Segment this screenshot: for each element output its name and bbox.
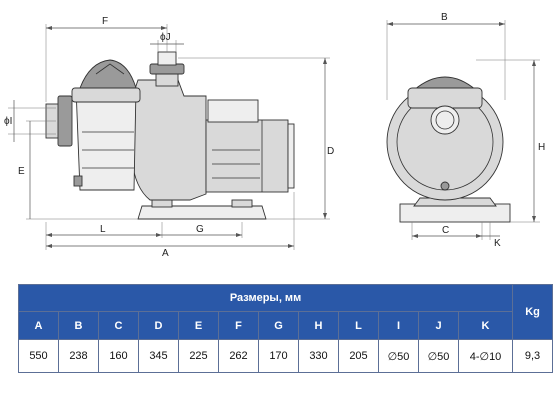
value-cell-L: 205 xyxy=(338,339,379,373)
column-header-I: I xyxy=(378,311,419,340)
pump-front-view xyxy=(386,76,511,223)
dim-label-E: E xyxy=(18,166,25,177)
column-header-B: B xyxy=(58,311,99,340)
pump-dimension-drawing: F ϕJ ϕI E D L G A xyxy=(4,12,545,259)
side-view-dimensions: F ϕJ ϕI E D L G A xyxy=(4,16,334,259)
dim-label-I: ϕI xyxy=(4,116,12,127)
value-cell-weight: 9,3 xyxy=(512,339,554,373)
column-header-G: G xyxy=(258,311,299,340)
column-header-L: L xyxy=(338,311,379,340)
column-header-D: D xyxy=(138,311,179,340)
dim-label-H: H xyxy=(538,142,545,153)
column-header-F: F xyxy=(218,311,259,340)
dim-label-D: D xyxy=(327,146,334,157)
column-header-E: E xyxy=(178,311,219,340)
front-view-dimensions: B H C K xyxy=(386,12,545,249)
dim-label-L: L xyxy=(100,224,106,235)
column-header-A: A xyxy=(18,311,59,340)
value-cell-E: 225 xyxy=(178,339,219,373)
column-header-H: H xyxy=(298,311,339,340)
column-header-K: K xyxy=(457,311,514,340)
value-cell-G: 170 xyxy=(258,339,299,373)
column-header-C: C xyxy=(98,311,139,340)
value-cell-D: 345 xyxy=(138,339,179,373)
dim-label-J: ϕJ xyxy=(160,32,171,43)
value-cell-F: 262 xyxy=(218,339,259,373)
value-cell-A: 550 xyxy=(18,339,59,373)
value-cell-I: ∅50 xyxy=(378,339,419,373)
value-cell-B: 238 xyxy=(58,339,99,373)
value-cell-H: 330 xyxy=(298,339,339,373)
pump-side-view xyxy=(45,51,295,220)
weight-header: Kg xyxy=(512,284,554,340)
dim-label-C: C xyxy=(442,225,449,236)
column-header-J: J xyxy=(418,311,459,340)
value-cell-C: 160 xyxy=(98,339,139,373)
dim-label-G: G xyxy=(196,224,204,235)
value-cell-K: 4-∅10 xyxy=(457,339,514,373)
table-title: Размеры, мм xyxy=(17,284,514,312)
value-cell-J: ∅50 xyxy=(418,339,459,373)
dim-label-B: B xyxy=(441,12,448,23)
dim-label-A: A xyxy=(162,248,169,259)
dim-label-K: K xyxy=(494,238,501,249)
dim-label-F: F xyxy=(102,16,108,27)
